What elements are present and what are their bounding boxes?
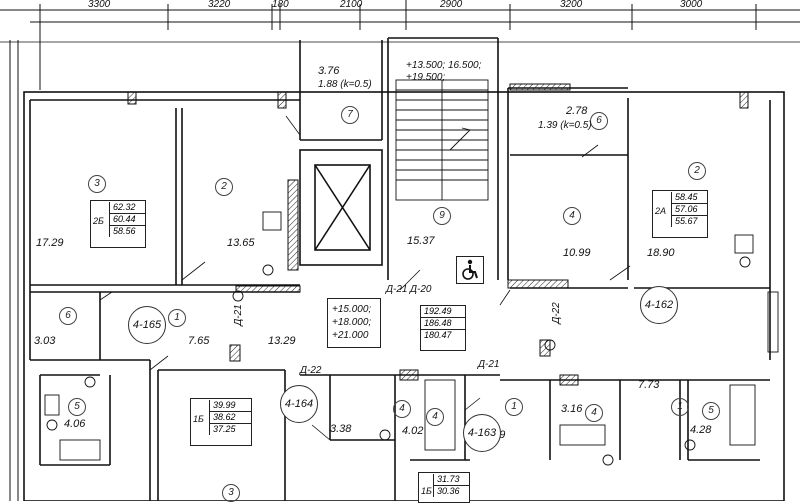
area-table-cell: 38.62 — [210, 411, 251, 423]
room-area: 13.29 — [268, 335, 296, 347]
dimension-label: 2100 — [340, 0, 363, 10]
room-number: 4 — [585, 404, 603, 422]
dimension-label: 3220 — [208, 0, 231, 10]
area-table-cell: 58.56 — [110, 225, 145, 237]
area-table-cell: 60.44 — [110, 213, 145, 225]
area-table-cell: 192.49 — [424, 306, 452, 316]
area-table-cell: 180.47 — [421, 329, 465, 341]
hatched-walls — [127, 83, 749, 386]
room-area: 3.76 — [318, 65, 340, 77]
area-table-cell: 62.32 — [113, 202, 136, 212]
room-number: 4 — [426, 408, 444, 426]
room-area: 10.99 — [563, 247, 591, 259]
room-number: 3 — [88, 175, 106, 193]
apartment-marker: 4-163 — [463, 414, 501, 452]
room-area: 15.37 — [407, 235, 435, 247]
stair — [395, 79, 489, 201]
area-table-cell: 58.45 — [675, 192, 698, 202]
lift-level-note: +15.000; +18.000; +21.000 — [332, 304, 372, 341]
dimension-label: 2900 — [440, 0, 463, 10]
area-table: 192.49 186.48 180.47 — [420, 305, 466, 351]
room-number: 3 — [222, 484, 240, 502]
room-number: 1 — [168, 309, 186, 327]
door-mark: Д-21 — [478, 359, 500, 370]
apartment-type-code: 2Б — [93, 216, 104, 226]
area-table-cell: 30.36 — [434, 485, 469, 497]
room-area-reduced: 1.88 (k=0.5) — [318, 79, 372, 90]
area-table: 2А 58.45 57.06 55.67 — [652, 190, 708, 238]
area-table: 2Б 62.32 60.44 58.56 — [90, 200, 146, 248]
door-swings — [99, 115, 631, 441]
door-mark: Д-21 — [386, 284, 408, 295]
apartment-marker: 4-164 — [280, 385, 318, 423]
lift-level-box: +15.000; +18.000; +21.000 — [327, 298, 381, 348]
door-mark: Д-22 — [300, 365, 322, 376]
fixtures — [44, 211, 779, 466]
apartment-type-code: 2А — [655, 206, 667, 216]
room-number: 1 — [505, 398, 523, 416]
room-number: 5 — [702, 402, 720, 420]
door-mark: Д-21 — [232, 304, 244, 326]
door-mark: Д-20 — [410, 284, 432, 295]
area-table-cell: 57.06 — [672, 203, 707, 215]
area-table-cell: 186.48 — [421, 317, 465, 329]
room-number: 2 — [215, 178, 233, 196]
area-table-cell: 31.73 — [437, 474, 460, 484]
room-number: 1 — [671, 398, 689, 416]
wheelchair-icon — [456, 256, 484, 284]
room-area: 4.02 — [402, 425, 424, 437]
room-area: 2.78 — [566, 105, 588, 117]
room-area: 3.03 — [34, 335, 56, 347]
room-area: 4.28 — [690, 424, 712, 436]
room-number: 6 — [590, 112, 608, 130]
room-area-reduced: 1.39 (k=0.5) — [538, 120, 592, 131]
room-number: 2 — [688, 162, 706, 180]
area-table-cell: 55.67 — [672, 215, 707, 227]
dimension-label: 180 — [272, 0, 289, 10]
door-mark: Д-22 — [550, 302, 562, 324]
dimension-label: 3300 — [88, 0, 111, 10]
room-area: 7.65 — [188, 335, 210, 347]
apartment-marker: 4-165 — [128, 306, 166, 344]
room-area: 18.90 — [647, 247, 675, 259]
room-number: 7 — [341, 106, 359, 124]
area-table-cell: 39.99 — [213, 400, 236, 410]
stair-level-note: +13.500; 16.500; +19.500; — [406, 60, 482, 83]
room-number: 4 — [393, 400, 411, 418]
room-area: 7.73 — [638, 379, 660, 391]
dimension-label: 3200 — [560, 0, 583, 10]
room-area: 3.16 — [561, 403, 583, 415]
room-number: 6 — [59, 307, 77, 325]
room-number: 5 — [68, 398, 86, 416]
dimension-label: 3000 — [680, 0, 703, 10]
apartment-type-code: 1Б — [421, 486, 432, 496]
room-number: 4 — [563, 207, 581, 225]
area-table: 1Б 31.73 30.36 — [418, 472, 470, 503]
apartment-type-code: 1Б — [193, 414, 204, 424]
area-table-cell: 37.25 — [210, 423, 251, 435]
area-table: 1Б 39.99 38.62 37.25 — [190, 398, 252, 446]
apartment-marker: 4-162 — [640, 286, 678, 324]
room-area: 4.06 — [64, 418, 86, 430]
room-area: 17.29 — [36, 237, 64, 249]
room-number: 9 — [433, 207, 451, 225]
room-area: 3.38 — [330, 423, 352, 435]
room-area: 13.65 — [227, 237, 255, 249]
